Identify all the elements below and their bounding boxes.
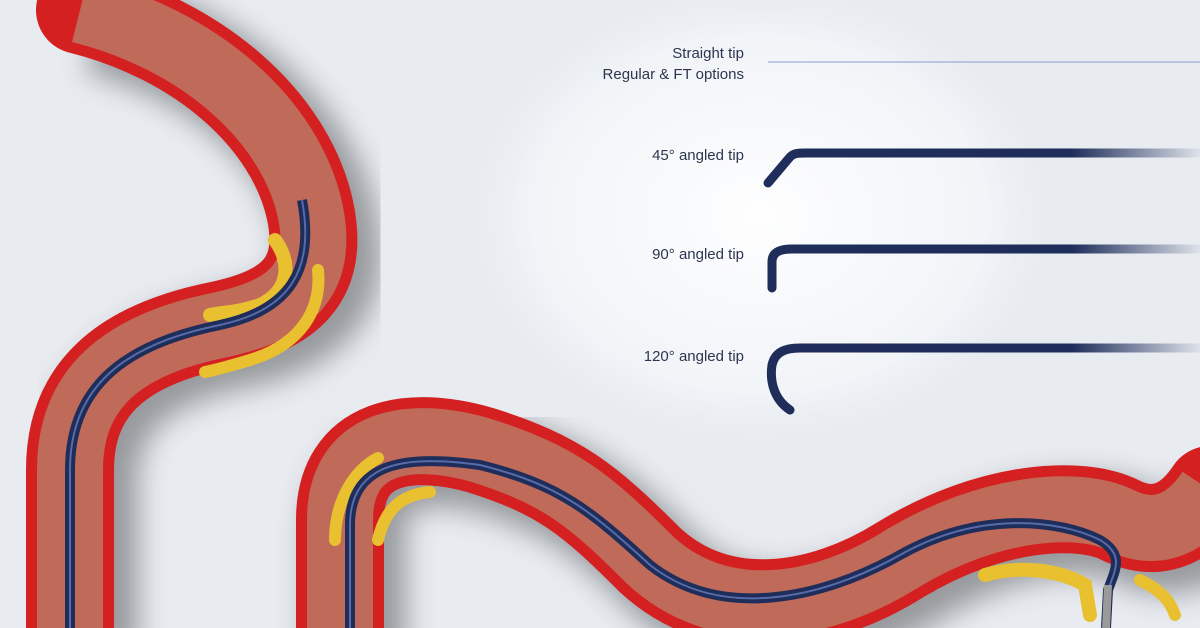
guidewire-45-icon	[763, 148, 1200, 188]
angle-45-label: 45° angled tip	[652, 147, 744, 164]
vessel-left	[25, 0, 382, 628]
straight-tip-label: Straight tip Regular & FT options	[603, 43, 744, 85]
angle-120-label: 120° angled tip	[643, 348, 744, 365]
plaque	[199, 264, 325, 378]
guidewire-120-icon	[766, 343, 1200, 415]
guidewire-90-icon	[767, 244, 1200, 293]
plaque	[372, 486, 436, 546]
plaque	[1134, 574, 1181, 621]
angle-90-label: 90° angled tip	[652, 246, 744, 263]
plaque	[203, 233, 293, 322]
straight-tip-title: Straight tip	[672, 45, 744, 62]
catheter-tip	[1102, 584, 1112, 628]
plaque	[978, 562, 1097, 622]
glow-disk	[460, 0, 1060, 450]
plaque	[329, 452, 384, 546]
vessel-right	[296, 397, 1200, 628]
straight-tip-options: Regular & FT options	[602, 66, 744, 83]
